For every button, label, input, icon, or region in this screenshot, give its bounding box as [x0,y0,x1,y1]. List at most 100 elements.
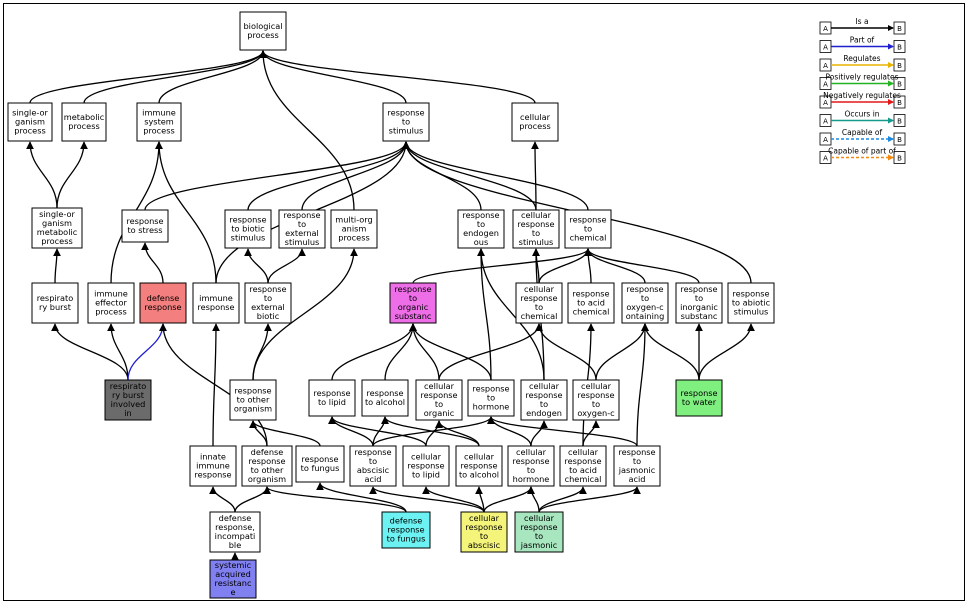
node-box [104,379,152,421]
edge-drinc-to-droo [234,486,271,513]
node-label-line: to fungus [301,463,340,473]
legend-a-label: A [823,81,828,89]
edge-crlip-to-rlip [328,416,427,447]
edge-rburst-to-somp [53,248,61,284]
edge-drinc-to-iir [209,486,236,513]
legend-label: Regulates [843,54,880,63]
node-label-line: response [680,284,717,294]
edge-rjas-to-roxy [636,323,649,447]
edge-raba-to-rlip [328,416,374,447]
node-label-line: response [465,522,502,532]
node-label-line: response [626,284,663,294]
edge-ros-to-rchem [412,248,592,284]
node-box [572,379,620,421]
node-label-line: response [229,215,266,225]
node-label-line: to [592,399,600,409]
node-label-line: cellular [469,513,500,523]
node-label-line: to acid [577,298,605,308]
node-label-line: to acid [569,465,597,475]
node-label-line: respirato [110,381,147,391]
edge-rfun-to-roo [249,420,321,447]
edge-crs-to-rts [402,141,537,211]
node-label-line: response [144,302,181,312]
node-label-line: response [249,284,286,294]
edge-rhorm-to-ros [409,323,492,381]
node-box [520,379,568,421]
node-label-line: process [68,121,99,131]
edge-somp-to-met [56,141,88,209]
node-label-line: response [472,384,509,394]
legend-label: Capable of part of [828,147,896,156]
node-label-line: organism [234,404,272,414]
node-label-line: response [517,219,554,229]
edge-crox-to-roxy [595,323,649,381]
node-label-line: response [366,388,403,398]
node-label-line: response [572,289,609,299]
edge-cracid-to-crox [582,420,600,447]
node-label-line: substanc [681,311,718,321]
node-box [136,102,182,142]
node-label-line: to [409,293,417,303]
edge-cralc-to-cro [435,420,480,447]
legend-label: Positively regulates [825,73,898,82]
edge-rbinv-to-iep [107,323,129,381]
node-label-line: response [512,456,549,466]
node-label-line: acid [629,474,646,484]
node-label-line: ganism [42,218,72,228]
edge-drfun-to-droo [263,486,407,513]
edge-ir-to-isp [155,141,217,284]
node-label-line: response [387,108,424,118]
